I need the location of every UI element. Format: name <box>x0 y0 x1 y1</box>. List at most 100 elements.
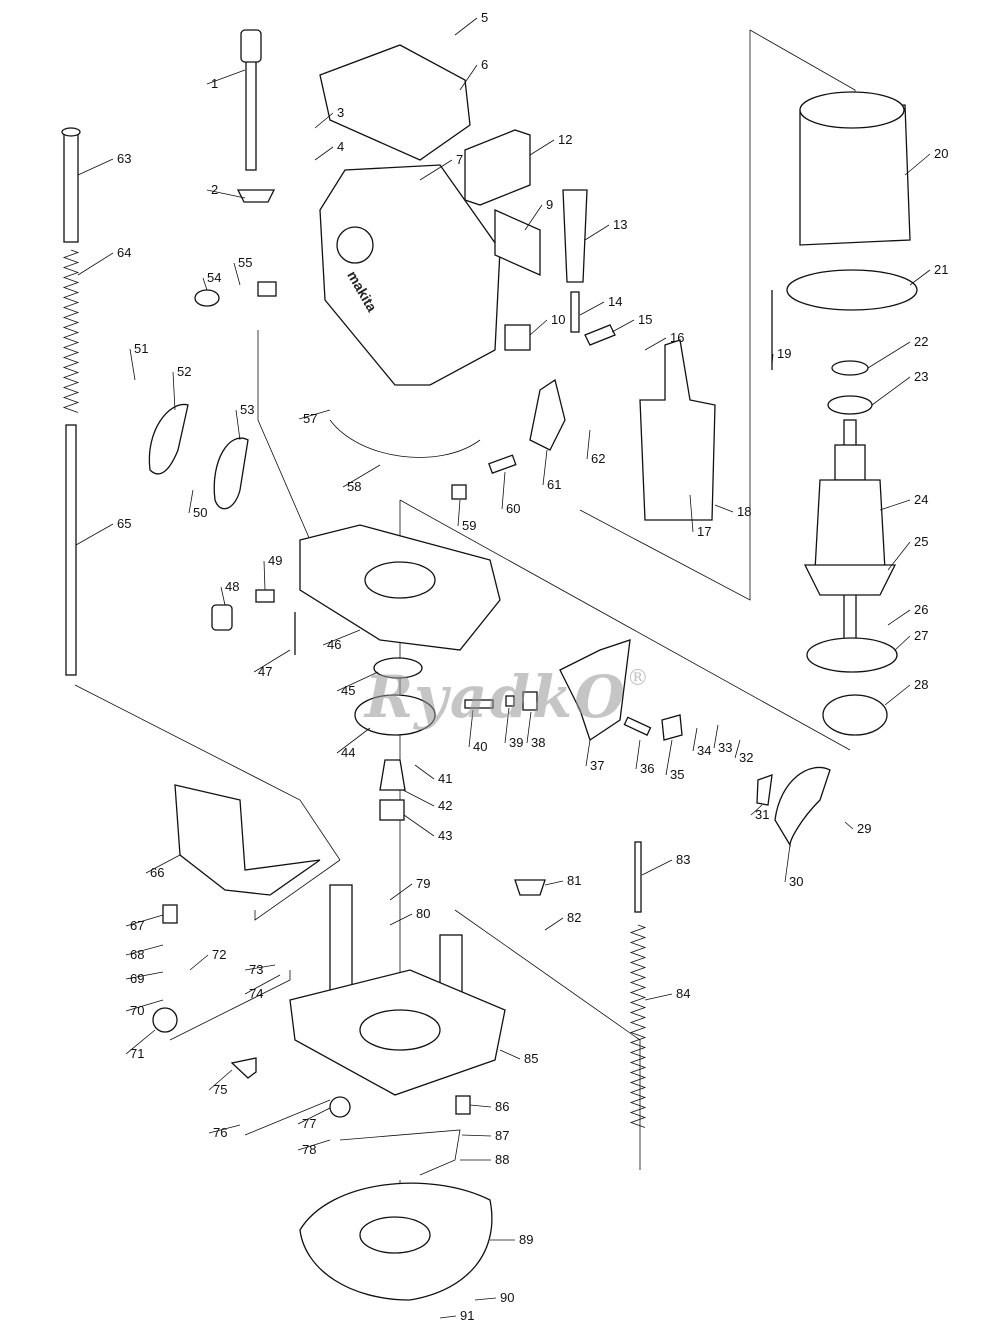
part-label-39: 39 <box>509 735 523 750</box>
leader-line-17 <box>689 494 694 533</box>
part-label-83: 83 <box>676 852 690 867</box>
part-label-75: 75 <box>213 1082 227 1097</box>
part-label-49: 49 <box>268 553 282 568</box>
assembly-line <box>257 330 311 541</box>
part-label-91: 91 <box>460 1308 474 1323</box>
rod-63 <box>63 131 79 243</box>
base-85-bore <box>359 1009 441 1051</box>
leader-line-54 <box>202 277 208 291</box>
part-label-53: 53 <box>240 402 254 417</box>
part-label-32: 32 <box>739 750 753 765</box>
part-label-26: 26 <box>914 602 928 617</box>
leader-line-36 <box>635 739 641 770</box>
lever-61 <box>529 378 566 451</box>
leader-line-42 <box>402 789 435 807</box>
knob-53 <box>213 437 249 510</box>
leader-line-46 <box>322 629 361 646</box>
spring-39 <box>505 695 515 707</box>
part-label-10: 10 <box>551 312 565 327</box>
nut-71 <box>152 1007 178 1033</box>
leader-line-90 <box>474 1297 497 1301</box>
leader-line-75 <box>208 1069 233 1091</box>
leader-line-31 <box>750 804 763 816</box>
chip-deflector-66 <box>174 784 321 896</box>
leader-line-12 <box>529 139 555 156</box>
handle-37 <box>559 639 631 742</box>
part-label-37: 37 <box>590 758 604 773</box>
screw-60 <box>488 454 517 474</box>
leader-line-85 <box>499 1049 521 1060</box>
part-label-84: 84 <box>676 986 690 1001</box>
parts-layer: makita <box>61 29 918 1301</box>
leader-line-25 <box>887 541 911 571</box>
leader-line-32 <box>734 739 741 759</box>
part-label-31: 31 <box>755 807 769 822</box>
handle-30 <box>774 766 831 848</box>
rod-65 <box>65 424 77 676</box>
knob-38 <box>522 691 538 711</box>
terminal-10 <box>504 324 531 351</box>
part-label-82: 82 <box>567 910 581 925</box>
leader-line-84 <box>644 993 673 1001</box>
leader-line-48 <box>220 586 226 606</box>
part-label-86: 86 <box>495 1099 509 1114</box>
part-label-35: 35 <box>670 767 684 782</box>
leader-line-29 <box>844 821 854 830</box>
part-label-52: 52 <box>177 364 191 379</box>
leader-line-70 <box>125 999 164 1012</box>
part-label-55: 55 <box>238 255 252 270</box>
part-label-87: 87 <box>495 1128 509 1143</box>
leader-line-4 <box>314 146 334 161</box>
bearing-28 <box>822 694 888 736</box>
spring-64 <box>62 249 80 413</box>
part-label-62: 62 <box>591 451 605 466</box>
part-label-29: 29 <box>857 821 871 836</box>
brush-55 <box>257 281 277 297</box>
depth-rod-1-knob <box>240 29 262 63</box>
assembly-line <box>454 909 641 1170</box>
leader-line-20 <box>904 153 931 176</box>
assembly-line <box>169 970 291 1041</box>
motor-base-bore <box>364 561 436 599</box>
spring-59 <box>451 484 467 500</box>
leader-line-9 <box>524 204 543 231</box>
leader-line-72 <box>189 954 209 971</box>
leader-line-16 <box>644 337 667 351</box>
leader-line-35 <box>665 739 673 776</box>
leader-line-19 <box>771 353 774 366</box>
rod-63-top <box>61 127 81 137</box>
leader-line-40 <box>468 709 474 748</box>
leader-line-78 <box>297 1139 331 1151</box>
leader-line-27 <box>894 635 911 651</box>
leader-line-2 <box>206 189 246 199</box>
part-label-16: 16 <box>670 330 684 345</box>
part-label-46: 46 <box>327 637 341 652</box>
part-label-19: 19 <box>777 346 791 361</box>
part-label-27: 27 <box>914 628 928 643</box>
leader-line-5 <box>454 17 478 36</box>
part-label-78: 78 <box>302 1142 316 1157</box>
part-label-4: 4 <box>337 139 344 154</box>
leader-line-86 <box>469 1104 492 1108</box>
bolt-67 <box>162 904 178 924</box>
part-label-61: 61 <box>547 477 561 492</box>
part-label-69: 69 <box>130 971 144 986</box>
leader-line-73 <box>244 964 276 971</box>
assembly-line <box>579 30 751 601</box>
insulation-23 <box>827 395 873 415</box>
leader-line-39 <box>504 707 510 744</box>
leader-line-30 <box>784 844 791 883</box>
leader-line-49 <box>263 560 266 591</box>
grip-52 <box>148 403 189 475</box>
armature-24 <box>814 479 886 571</box>
wing-bolt-75 <box>230 1057 257 1079</box>
part-label-44: 44 <box>341 745 355 760</box>
part-label-88: 88 <box>495 1152 509 1167</box>
leader-line-65 <box>75 523 114 546</box>
part-label-65: 65 <box>117 516 131 531</box>
part-label-40: 40 <box>473 739 487 754</box>
leader-line-69 <box>125 971 164 980</box>
leader-line-66 <box>145 854 181 874</box>
field-20-top <box>799 91 905 129</box>
nut-43 <box>379 799 405 821</box>
